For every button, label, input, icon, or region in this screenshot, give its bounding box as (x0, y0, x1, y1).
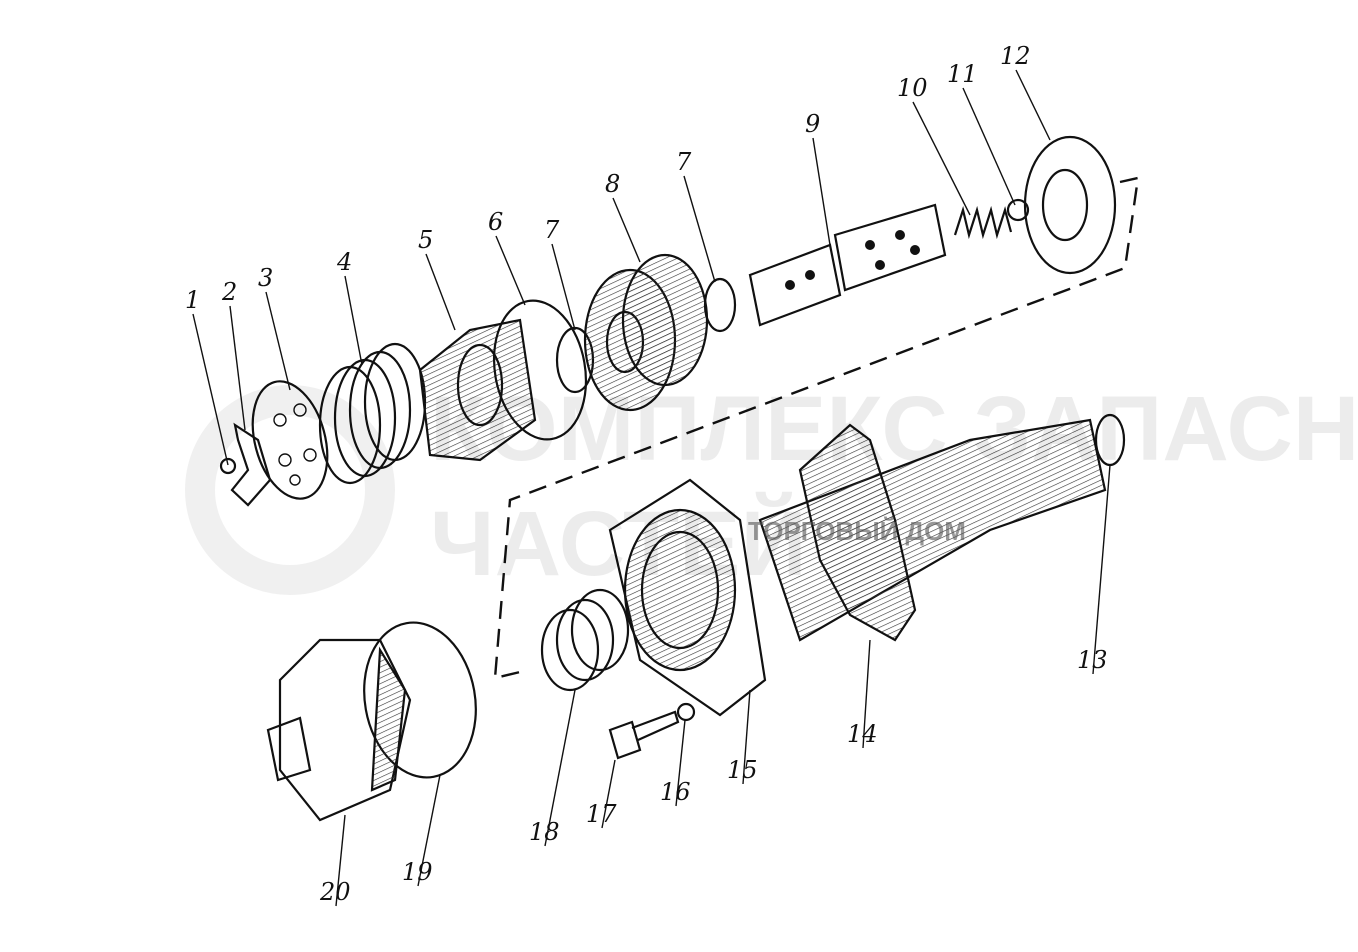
part-seals-8 (583, 253, 709, 412)
part-bolt-17 (608, 710, 680, 760)
leader-line (344, 275, 363, 366)
part-label: 7 (676, 148, 692, 176)
leader-line (962, 87, 1016, 206)
assembly-dashed-line (493, 176, 1140, 680)
leader-line (551, 243, 576, 331)
part-label: 5 (418, 226, 433, 254)
part-label: 16 (660, 778, 691, 806)
leader-line (192, 313, 229, 466)
part-label: 7 (544, 216, 560, 244)
leader-line (229, 305, 246, 431)
part-spring-10 (953, 205, 1013, 240)
part-ring-7b (703, 277, 737, 333)
leader-line (335, 814, 346, 907)
leader-line (417, 774, 441, 887)
part-spring-18 (540, 588, 630, 692)
part-gasket-14 (798, 423, 917, 642)
part-label: 18 (529, 818, 560, 846)
part-label: 1 (185, 286, 200, 314)
part-o-ring-6 (492, 299, 588, 441)
leader-line (742, 689, 751, 785)
part-label: 4 (336, 248, 352, 276)
leader-line (862, 639, 871, 749)
part-label: 2 (221, 278, 237, 306)
part-label: 15 (727, 756, 758, 784)
leader-line (612, 197, 641, 263)
part-ball-11 (1006, 198, 1030, 222)
leader-line (265, 291, 291, 391)
watermark-line1: КОМПЛЕКС ЗАПАСНЫХ (430, 378, 1358, 480)
part-spring-4 (318, 342, 427, 485)
leader-line (601, 759, 616, 829)
part-valve-body (418, 318, 537, 462)
part-label: 19 (402, 858, 433, 886)
part-label: 17 (586, 800, 617, 828)
part-label: 14 (847, 720, 878, 748)
watermark: КОМПЛЕКС ЗАПАСНЫХ ЧАСТЕЙ ТОРГОВЫЙ ДОМ (185, 378, 1358, 595)
part-label: 10 (897, 74, 928, 102)
leader-line (495, 235, 526, 306)
part-clip (219, 422, 272, 507)
part-flange-15 (608, 478, 767, 717)
part-label: 13 (1077, 646, 1108, 674)
part-flange-nut-12 (1023, 135, 1117, 275)
part-label: 6 (488, 208, 503, 236)
part-filters-9 (748, 203, 947, 327)
part-label: 3 (258, 264, 273, 292)
leader-line (1015, 69, 1051, 141)
leader-line (425, 253, 456, 331)
watermark-line2: ЧАСТЕЙ (430, 491, 807, 595)
part-label: 12 (1000, 42, 1031, 70)
part-label: 11 (947, 60, 978, 88)
part-washer-16 (676, 702, 696, 722)
part-plug-20 (266, 638, 412, 822)
leader-line (912, 101, 971, 216)
part-label: 9 (805, 110, 820, 138)
part-label: 20 (319, 878, 351, 906)
leader-line (812, 137, 831, 246)
part-perforated-disc (251, 380, 329, 500)
leader-line (675, 719, 686, 807)
leader-line (683, 175, 716, 283)
watermark-small: ТОРГОВЫЙ ДОМ (748, 516, 966, 546)
leader-line (1092, 464, 1111, 675)
part-o-ring-19 (363, 621, 477, 779)
part-label: 8 (605, 170, 620, 198)
leader-line (544, 689, 576, 847)
